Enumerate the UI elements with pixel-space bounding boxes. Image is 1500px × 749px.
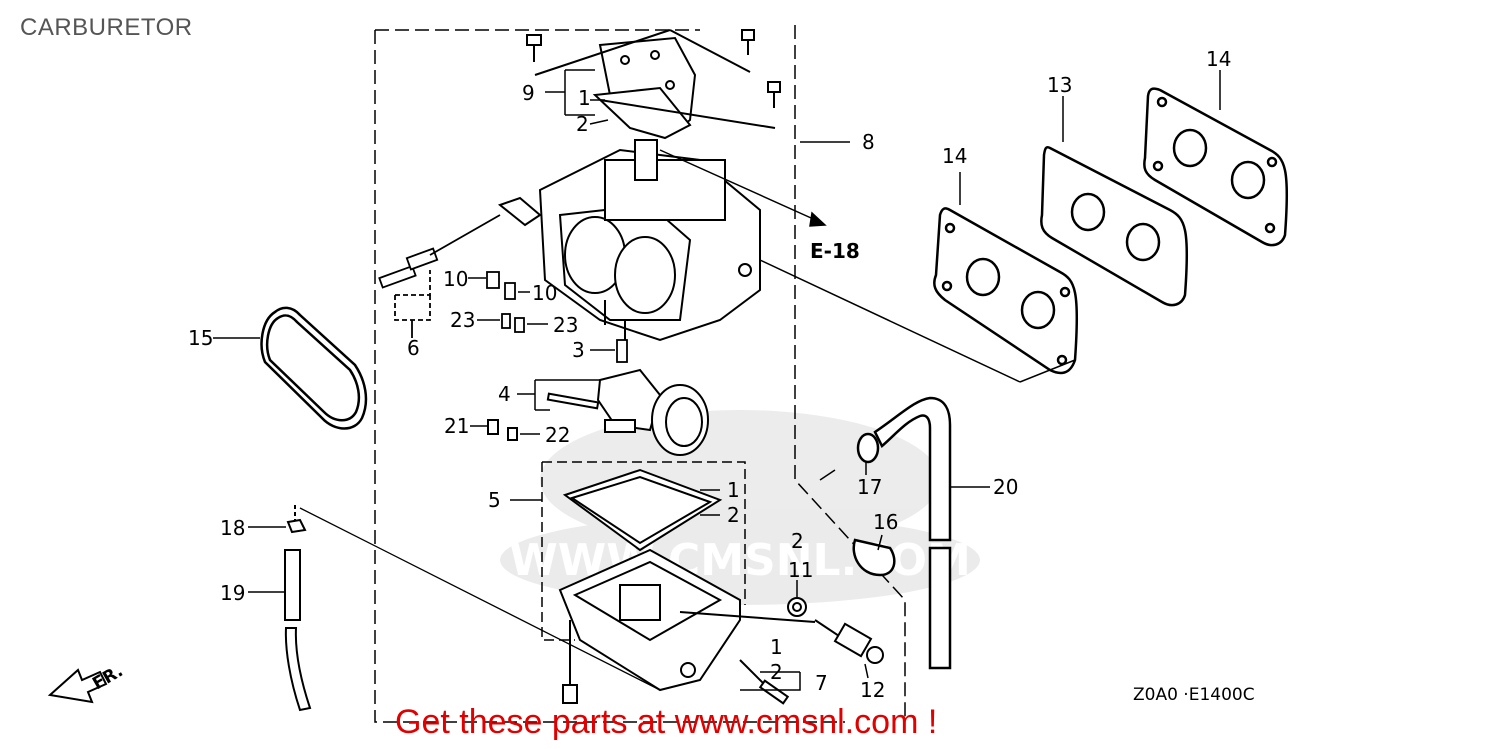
callout-2: 2 [791, 529, 804, 553]
watermark-text: WWW.CMSNL.COM [509, 535, 971, 586]
page-title: CARBURETOR [20, 14, 193, 41]
drain-hose [284, 505, 661, 712]
callout-2: 2 [770, 660, 783, 684]
reference-label: E-18 [810, 239, 860, 263]
callout-2: 2 [727, 503, 740, 527]
callout-11: 11 [788, 558, 813, 582]
callout-6: 6 [407, 336, 420, 360]
assembly-boundary [374, 25, 906, 723]
callout-5: 5 [488, 488, 501, 512]
intake-gaskets [933, 87, 1289, 375]
callout-12: 12 [860, 678, 885, 702]
direction-arrow: FR. [47, 661, 127, 704]
callout-20: 20 [993, 475, 1018, 499]
intake-elbow [487, 368, 709, 456]
callout-8: 8 [862, 130, 875, 154]
callout-1: 1 [727, 478, 740, 502]
callout-1: 1 [770, 635, 783, 659]
callout-2: 2 [576, 112, 589, 136]
callout-21: 21 [444, 414, 469, 438]
promo-link[interactable]: Get these parts at www.cmsnl.com ! [395, 703, 938, 741]
callout-23: 23 [450, 308, 475, 332]
callout-19: 19 [220, 581, 245, 605]
callout-10: 10 [443, 267, 468, 291]
callout-10: 10 [532, 281, 557, 305]
callout-23: 23 [553, 313, 578, 337]
callout-16: 16 [873, 510, 898, 534]
callout-22: 22 [545, 423, 570, 447]
drawing-code: Z0A0 ·E1400C [1133, 685, 1255, 705]
callout-7: 7 [815, 671, 828, 695]
pilot-screws [378, 214, 501, 338]
top-cover-plate [526, 29, 781, 140]
callout-15: 15 [188, 326, 213, 350]
callout-1: 1 [578, 86, 591, 110]
float-bowl [541, 461, 790, 705]
callout-4: 4 [498, 382, 511, 406]
callout-14: 14 [942, 144, 967, 168]
gasket-15 [260, 306, 368, 430]
callout-3: 3 [572, 338, 585, 362]
watermark: WWW.CMSNL.COM [500, 410, 980, 605]
callout-13: 13 [1047, 73, 1072, 97]
callout-9: 9 [522, 81, 535, 105]
breather-hose [819, 396, 952, 670]
callout-17: 17 [857, 475, 882, 499]
drain-fittings [679, 597, 884, 664]
reference-arrow [659, 149, 827, 227]
carburetor-body [497, 139, 761, 345]
callout-18: 18 [220, 516, 245, 540]
jets [486, 271, 628, 363]
leader-lines [213, 69, 1221, 691]
callout-14: 14 [1206, 47, 1231, 71]
